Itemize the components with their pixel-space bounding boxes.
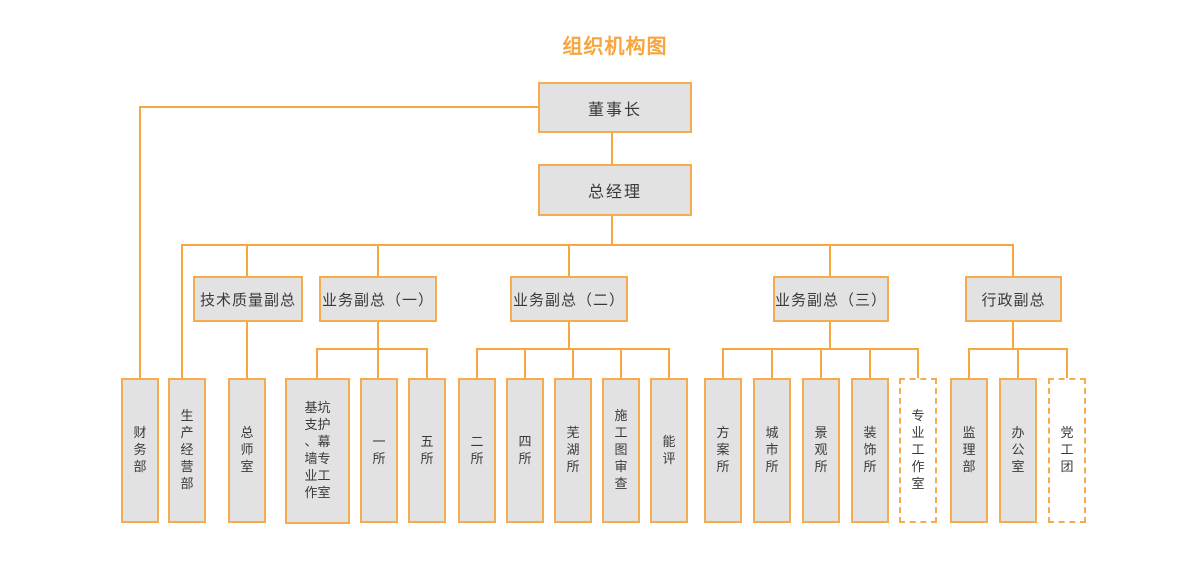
node-label: 党工团: [1060, 425, 1074, 474]
connector: [317, 348, 428, 350]
dept-professional-studio: 专业工作室: [899, 378, 937, 523]
dept-energy-assessment: 能评: [650, 378, 688, 523]
node-label: 芜湖所: [566, 425, 580, 474]
connector: [829, 244, 831, 276]
connector: [181, 244, 183, 378]
node-label: 财务部: [133, 425, 147, 474]
connector: [139, 106, 141, 378]
connector: [820, 348, 822, 378]
dept-construction-drawing-review: 施工图审查: [602, 378, 640, 523]
connector: [246, 322, 248, 378]
dept-institute-5: 五所: [408, 378, 446, 523]
node-label: 业务副总（一）: [321, 291, 434, 309]
node-label: 能评: [662, 433, 676, 466]
node-label: 业务副总（二）: [512, 291, 625, 309]
node-label: 二所: [470, 433, 484, 466]
dept-landscape-institute: 景观所: [802, 378, 840, 523]
connector: [572, 348, 574, 378]
node-label: 四所: [518, 433, 532, 466]
node-label: 景观所: [814, 425, 828, 474]
connector: [1012, 322, 1014, 348]
connector: [869, 348, 871, 378]
node-deputy-tech-quality: 技术质量副总: [193, 276, 303, 322]
node-chairman: 董事长: [538, 82, 692, 133]
node-label: 技术质量副总: [199, 291, 296, 309]
node-label: 城市所: [765, 425, 779, 474]
dept-chief-engineer-office: 总师室: [228, 378, 266, 523]
connector: [182, 244, 1014, 246]
node-label: 董事长: [587, 101, 642, 119]
connector: [1066, 348, 1068, 378]
node-label: 专业工作室: [911, 408, 925, 491]
dept-pit-support-curtain-wall-studio: 基坑支护、幕墙专业工作室: [285, 378, 350, 524]
connector: [377, 322, 379, 378]
connector: [1017, 348, 1019, 378]
dept-urban-institute: 城市所: [753, 378, 791, 523]
connector: [426, 348, 428, 378]
node-deputy-business-1: 业务副总（一）: [319, 276, 437, 322]
connector: [611, 216, 613, 246]
node-label: 基坑支护、幕墙专业工作室: [304, 400, 331, 500]
dept-general-office: 办公室: [999, 378, 1037, 523]
dept-decoration-institute: 装饰所: [851, 378, 889, 523]
org-chart-title: 组织机构图: [562, 36, 668, 58]
dept-party-league: 党工团: [1048, 378, 1086, 523]
connector: [829, 322, 831, 348]
connector: [568, 322, 570, 348]
dept-scheme-institute: 方案所: [704, 378, 742, 523]
dept-supervision: 监理部: [950, 378, 988, 523]
dept-institute-2: 二所: [458, 378, 496, 523]
node-label: 行政副总: [981, 291, 1046, 309]
node-deputy-admin: 行政副总: [965, 276, 1062, 322]
connector: [917, 348, 919, 378]
node-general-manager: 总经理: [538, 164, 692, 216]
connector: [968, 348, 970, 378]
node-deputy-business-3: 业务副总（三）: [773, 276, 889, 322]
connector: [246, 244, 248, 276]
node-label: 业务副总（三）: [775, 291, 888, 309]
node-label: 方案所: [716, 425, 730, 474]
connector: [568, 244, 570, 276]
dept-institute-4: 四所: [506, 378, 544, 523]
connector: [476, 348, 478, 378]
node-label: 生产经营部: [180, 408, 194, 491]
connector: [668, 348, 670, 378]
connector: [524, 348, 526, 378]
node-label: 一所: [372, 433, 386, 466]
connector: [377, 244, 379, 276]
dept-finance: 财务部: [121, 378, 159, 523]
node-label: 施工图审查: [614, 408, 628, 491]
node-label: 办公室: [1011, 425, 1025, 474]
node-deputy-business-2: 业务副总（二）: [510, 276, 628, 322]
connector: [1012, 244, 1014, 276]
node-label: 装饰所: [863, 425, 877, 474]
connector: [316, 348, 318, 378]
node-label: 监理部: [962, 425, 976, 474]
connector: [771, 348, 773, 378]
node-label: 总师室: [240, 425, 254, 474]
dept-institute-1: 一所: [360, 378, 398, 523]
connector: [139, 106, 540, 108]
connector: [611, 133, 613, 164]
connector: [620, 348, 622, 378]
dept-wuhu-institute: 芜湖所: [554, 378, 592, 523]
node-label: 五所: [420, 433, 434, 466]
connector: [722, 348, 724, 378]
node-label: 总经理: [587, 184, 642, 201]
dept-production-operation: 生产经营部: [168, 378, 206, 523]
